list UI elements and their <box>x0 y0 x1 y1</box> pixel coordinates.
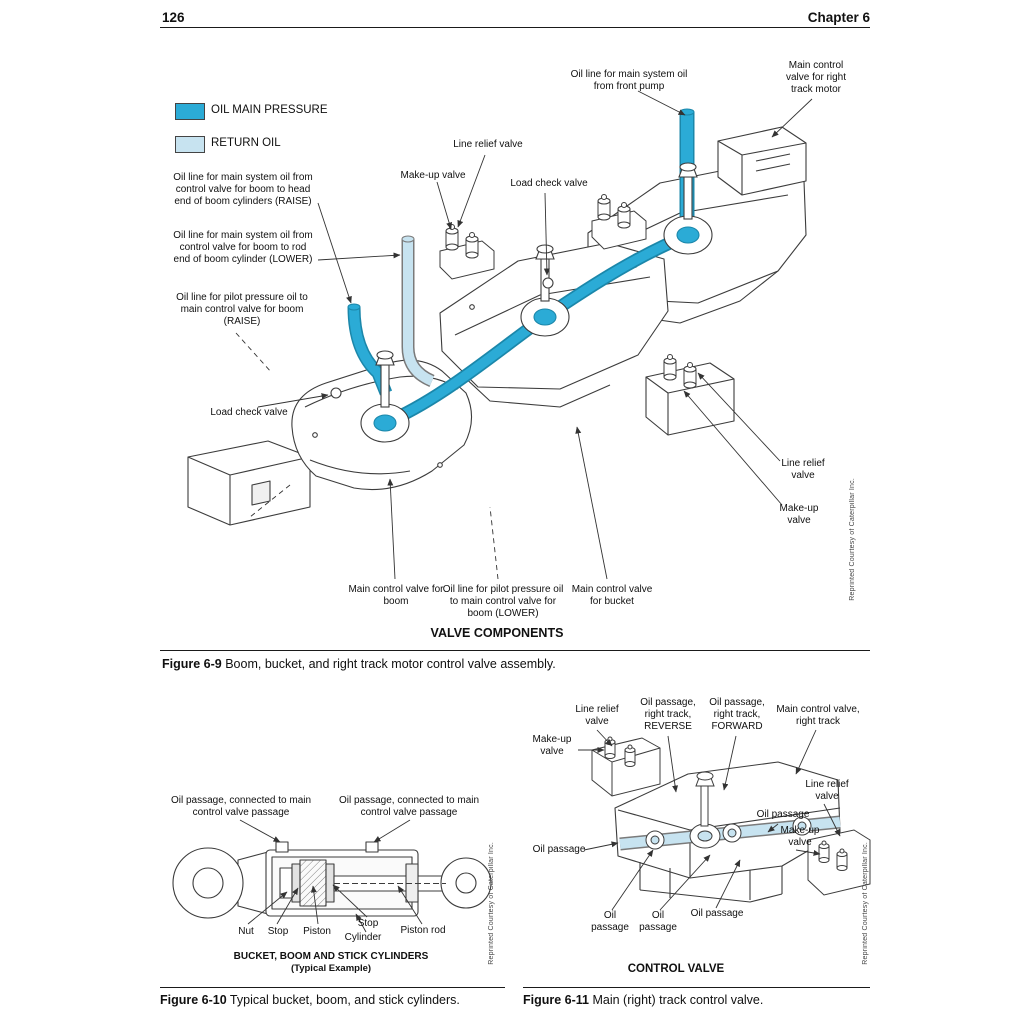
cylinder-drawing <box>172 841 492 919</box>
leader-lines <box>257 90 813 580</box>
fig10-caption-text: Typical bucket, boom, and stick cylinder… <box>226 993 460 1007</box>
fig11-caption-text: Main (right) track control valve. <box>589 993 764 1007</box>
legend-swatch-return-oil <box>175 136 205 153</box>
label-oil-passage-right: Oil passage, connected to main control v… <box>338 795 480 818</box>
credit-fig11: Reprinted Courtesy of Caterpillar Inc. <box>862 842 869 965</box>
fig10-caption: Figure 6-10 Typical bucket, boom, and st… <box>160 993 508 1007</box>
label-cv-make-up-top: Make-up valve <box>532 734 572 757</box>
fig9-caption-label: Figure 6-9 <box>162 657 222 671</box>
fig9-caption-rule <box>160 650 870 651</box>
label-front-pump-line: Oil line for main system oil from front … <box>570 69 688 92</box>
control-valve-diagram <box>578 729 871 911</box>
control-valve-spool <box>591 736 871 896</box>
label-oil-passage-left: Oil passage, connected to main control v… <box>170 795 312 818</box>
fig11-caption-label: Figure 6-11 <box>523 993 589 1007</box>
label-cv-main-valve: Main control valve, right track <box>776 704 860 727</box>
fig10-diagram-title: BUCKET, BOOM AND STICK CYLINDERS <box>233 951 429 962</box>
label-stop-2: Stop <box>357 918 379 929</box>
label-cv-line-relief-right: Line relief valve <box>805 779 849 802</box>
label-pilot-lower-line: Oil line for pilot pressure oil to main … <box>442 584 564 619</box>
label-bucket-control-valve: Main control valve for bucket <box>571 584 653 607</box>
label-cv-oil-passage-b3: Oil passage <box>690 908 744 919</box>
label-nut: Nut <box>238 926 254 937</box>
cylinder-diagram <box>172 819 492 933</box>
label-cv-passage-forward: Oil passage, right track, FORWARD <box>709 697 765 732</box>
valve-bodies <box>187 126 807 526</box>
fig9-caption-text: Boom, bucket, and right track motor cont… <box>221 657 556 671</box>
cylinder-leaders <box>239 819 423 933</box>
valve-assembly-diagram <box>187 90 813 580</box>
chapter-title: Chapter 6 <box>807 10 870 25</box>
label-cylinder: Cylinder <box>344 932 382 943</box>
legend-label-return-oil: RETURN OIL <box>211 137 281 149</box>
control-valve-leaders <box>578 729 841 911</box>
legend-swatch-main-pressure <box>175 103 205 120</box>
label-boom-control-valve: Main control valve for boom <box>348 584 444 607</box>
label-piston-rod: Piston rod <box>400 925 446 936</box>
label-cv-oil-passage-b1: Oil passage <box>591 910 629 933</box>
label-pilot-raise-line: Oil line for pilot pressure oil to main … <box>176 292 308 327</box>
label-cv-oil-passage-left: Oil passage <box>532 844 586 855</box>
label-load-check-valve-top: Load check valve <box>510 178 588 189</box>
fig10-caption-rule <box>160 987 505 988</box>
label-lower-oil-line: Oil line for main system oil from contro… <box>173 230 313 265</box>
label-cv-oil-passage-b2: Oil passage <box>639 910 677 933</box>
label-cv-make-up-right: Make-up valve <box>780 825 820 848</box>
label-cv-oil-passage-right: Oil passage <box>756 809 810 820</box>
label-stop-1: Stop <box>267 926 289 937</box>
label-piston: Piston <box>303 926 331 937</box>
fig10-diagram-subtitle: (Typical Example) <box>290 963 372 974</box>
label-cv-passage-reverse: Oil passage, right track, REVERSE <box>640 697 696 732</box>
legend-label-main-pressure: OIL MAIN PRESSURE <box>211 104 328 116</box>
fig10-caption-label: Figure 6-10 <box>160 993 227 1007</box>
diagram-title-valve-components: VALVE COMPONENTS <box>430 626 564 640</box>
make-up-valves <box>439 194 697 389</box>
fig11-caption: Figure 6-11 Main (right) track control v… <box>523 993 873 1007</box>
label-line-relief-valve-right: Line relief valve <box>781 458 825 481</box>
label-make-up-valve-right: Make-up valve <box>779 503 819 526</box>
fig9-caption: Figure 6-9 Boom, bucket, and right track… <box>162 657 870 671</box>
valve-spools <box>330 162 713 443</box>
label-make-up-valve-top: Make-up valve <box>400 170 466 181</box>
page-number: 126 <box>162 10 185 25</box>
label-load-check-valve-left: Load check valve <box>210 407 288 418</box>
fig11-caption-rule <box>523 987 870 988</box>
credit-fig9: Reprinted Courtesy of Caterpillar Inc. <box>849 478 856 601</box>
dashed-lines <box>235 332 499 580</box>
label-cv-line-relief-top: Line relief valve <box>575 704 619 727</box>
credit-fig10: Reprinted Courtesy of Caterpillar Inc. <box>488 842 495 965</box>
label-right-track-motor-valve: Main control valve for right track motor <box>785 60 847 95</box>
label-raise-oil-line: Oil line for main system oil from contro… <box>173 172 313 207</box>
label-line-relief-valve-top: Line relief valve <box>453 139 523 150</box>
header-rule <box>160 27 870 28</box>
fig11-diagram-title: CONTROL VALVE <box>627 963 725 975</box>
